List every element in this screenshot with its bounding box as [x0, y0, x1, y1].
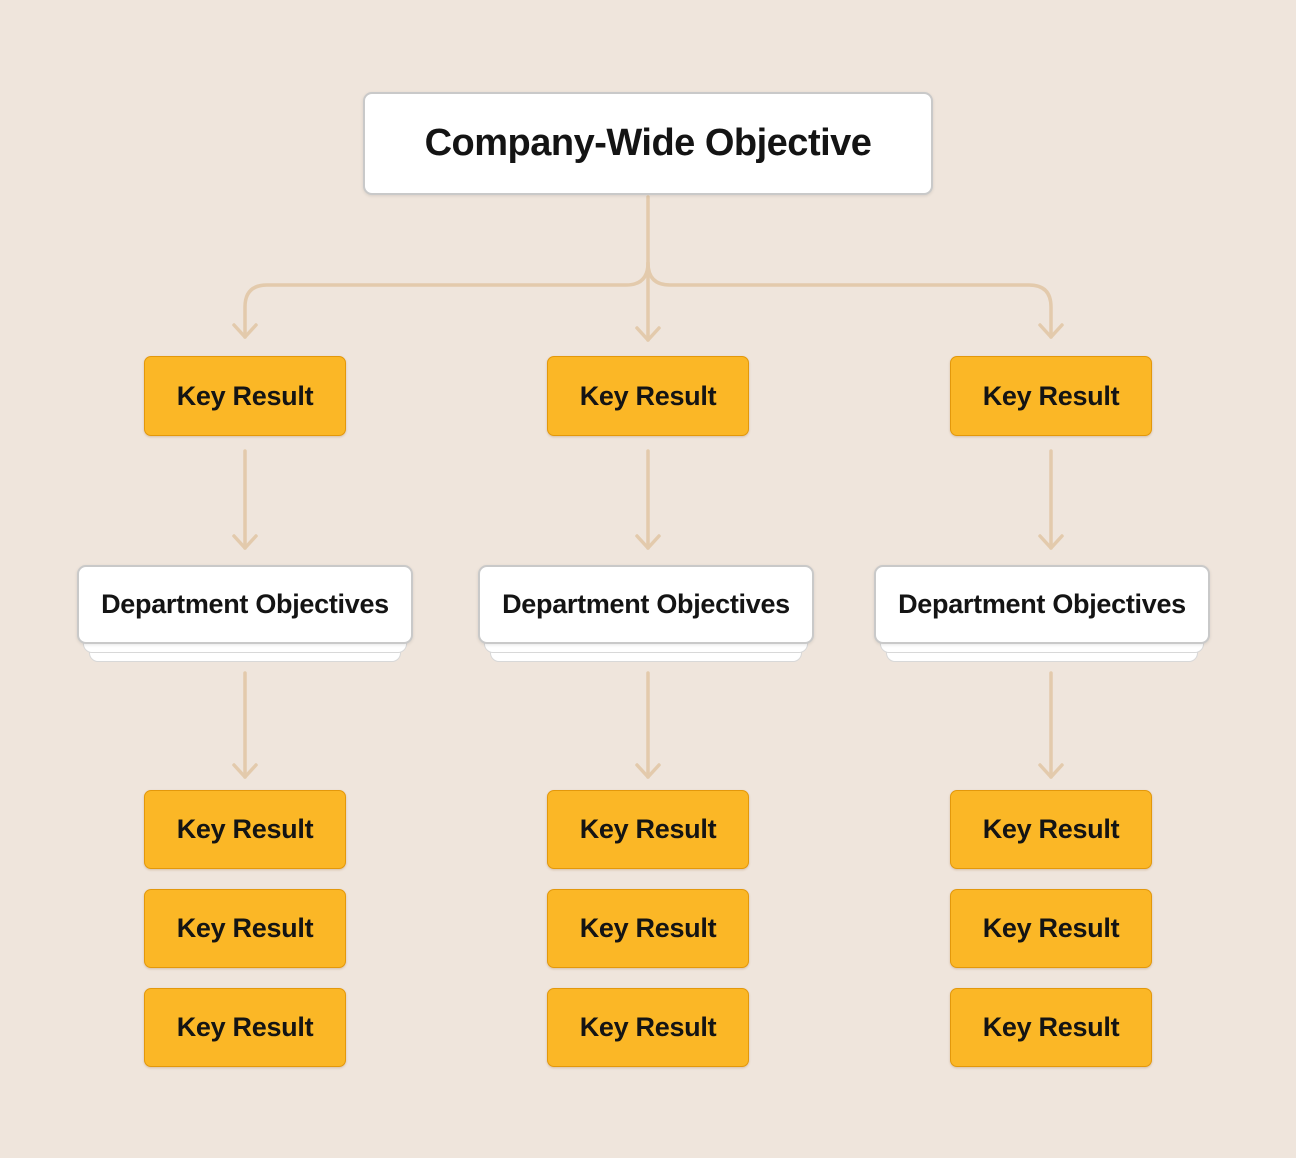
key-result-label: Key Result: [579, 814, 717, 844]
key-result-label: Key Result: [579, 913, 717, 943]
department-objectives-box: Department Objectives: [77, 565, 413, 644]
key-result-label: Key Result: [579, 380, 717, 411]
key-result-label: Key Result: [176, 380, 314, 411]
key-result-label: Key Result: [579, 1012, 717, 1042]
key-result-label: Key Result: [176, 1012, 314, 1042]
arrow-root-to-left-key-result: [232, 261, 650, 339]
department-objectives-stack-middle: Department Objectives: [478, 565, 814, 662]
key-result-box-top-middle: Key Result: [547, 356, 749, 436]
key-result-label: Key Result: [982, 913, 1120, 943]
key-result-box-sub: Key Result: [547, 889, 749, 968]
key-result-label: Key Result: [176, 814, 314, 844]
arrow-keyresult-to-department-left: [232, 449, 258, 550]
department-objectives-stack-left: Department Objectives: [77, 565, 413, 662]
department-objectives-label: Department Objectives: [898, 589, 1186, 619]
key-result-label: Key Result: [982, 380, 1120, 411]
department-objectives-stack-right: Department Objectives: [874, 565, 1210, 662]
arrow-keyresult-to-department-right: [1038, 449, 1064, 550]
company-objective-label: Company-Wide Objective: [424, 122, 872, 164]
key-result-box-sub: Key Result: [547, 790, 749, 869]
arrow-root-to-middle-key-result: [635, 195, 661, 342]
key-result-label: Key Result: [982, 814, 1120, 844]
key-result-box-sub: Key Result: [144, 988, 346, 1067]
key-result-box-top-right: Key Result: [950, 356, 1152, 436]
arrow-keyresult-to-department-middle: [635, 449, 661, 550]
arrow-department-to-keyresults-right: [1038, 671, 1064, 779]
key-result-box-sub: Key Result: [144, 889, 346, 968]
key-result-box-sub: Key Result: [144, 790, 346, 869]
department-objectives-label: Department Objectives: [101, 589, 389, 619]
arrow-root-to-right-key-result: [646, 261, 1064, 339]
key-result-box-sub: Key Result: [950, 988, 1152, 1067]
department-objectives-box: Department Objectives: [478, 565, 814, 644]
key-result-label: Key Result: [176, 913, 314, 943]
key-result-label: Key Result: [982, 1012, 1120, 1042]
key-result-box-top-left: Key Result: [144, 356, 346, 436]
arrow-department-to-keyresults-left: [232, 671, 258, 779]
key-result-box-sub: Key Result: [950, 889, 1152, 968]
company-objective-box: Company-Wide Objective: [363, 92, 933, 195]
arrow-department-to-keyresults-middle: [635, 671, 661, 779]
department-objectives-label: Department Objectives: [502, 589, 790, 619]
department-objectives-box: Department Objectives: [874, 565, 1210, 644]
key-result-box-sub: Key Result: [547, 988, 749, 1067]
key-result-box-sub: Key Result: [950, 790, 1152, 869]
